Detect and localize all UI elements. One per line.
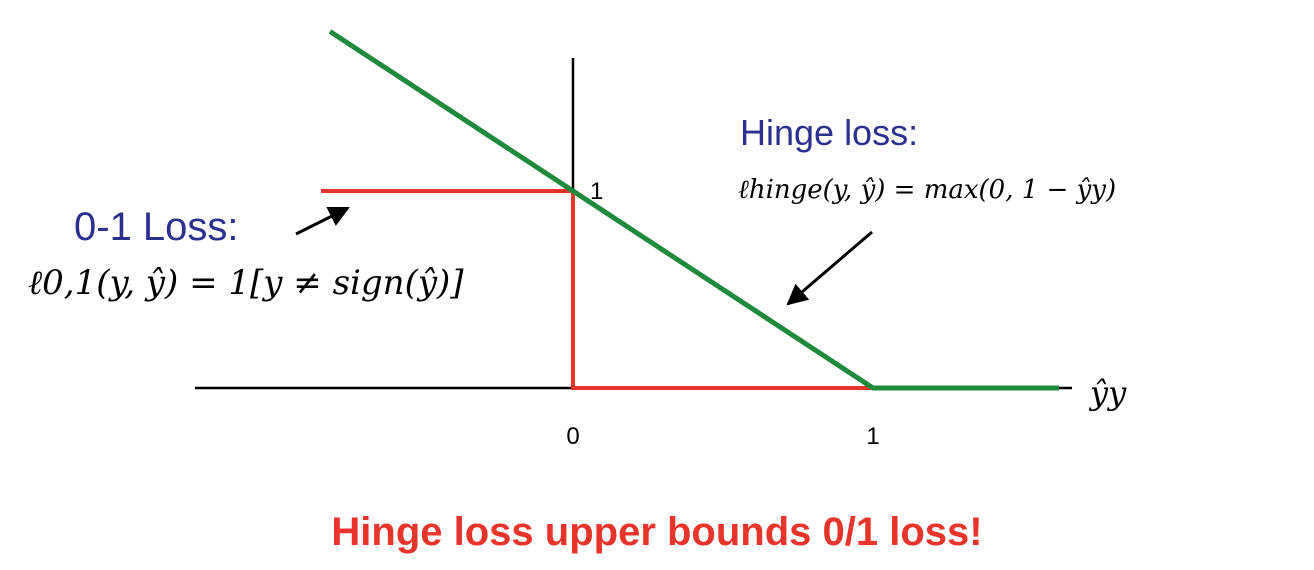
hinge-loss-series <box>328 29 1059 391</box>
hinge-loss-formula: ℓhinge(y, ŷ) = max(0, 1 − ŷy) <box>738 175 1116 205</box>
x-tick-label-1: 1 <box>866 423 879 450</box>
zero-one-loss-label: 0-1 Loss: <box>74 205 239 249</box>
zero-one-loss-series <box>321 189 1059 390</box>
x-tick-label-0: 0 <box>566 423 579 450</box>
hinge-loss-label: Hinge loss: <box>740 112 918 153</box>
zero-one-loss-arrow <box>295 206 350 236</box>
zero-one-loss-formula: ℓ0,1(y, ŷ) = 1[y ≠ sign(ŷ)] <box>28 263 464 303</box>
x-axis-label: ŷy <box>1088 374 1127 412</box>
y-tick-label-1: 1 <box>590 178 603 205</box>
chart-title: Hinge loss upper bounds 0/1 loss! <box>331 510 982 554</box>
hinge-loss-arrow <box>786 230 873 306</box>
